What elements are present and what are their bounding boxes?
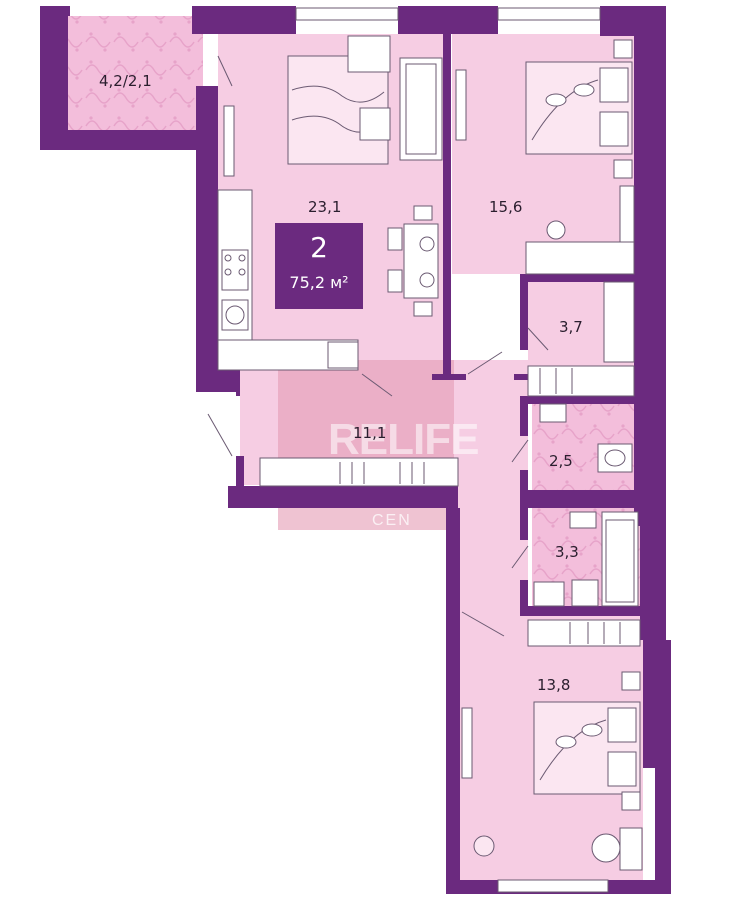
kitchen-living-area-label: 23,1	[308, 198, 342, 216]
apartment-badge: 2 75,2 м²	[275, 223, 363, 309]
hall-area-label: 11,1	[353, 424, 387, 442]
balcony-floor	[68, 16, 203, 132]
watermark-logo: RELIFE	[328, 415, 479, 464]
total-area: 75,2 м²	[289, 273, 349, 292]
balcony-area-label: 4,2/2,1	[99, 72, 152, 90]
walls	[40, 6, 671, 894]
wardrobe-area-label: 3,7	[559, 318, 583, 336]
windows	[295, 7, 609, 893]
furniture	[217, 35, 643, 871]
doors	[207, 55, 549, 637]
bedroom-2-area-label: 13,8	[537, 676, 571, 694]
watermark-subtext: CEN	[372, 512, 412, 529]
bathroom-area-label: 3,3	[555, 543, 579, 561]
rooms-count: 2	[310, 231, 328, 264]
bedroom-1-area-label: 15,6	[489, 198, 523, 216]
wc-area-label: 2,5	[549, 452, 573, 470]
